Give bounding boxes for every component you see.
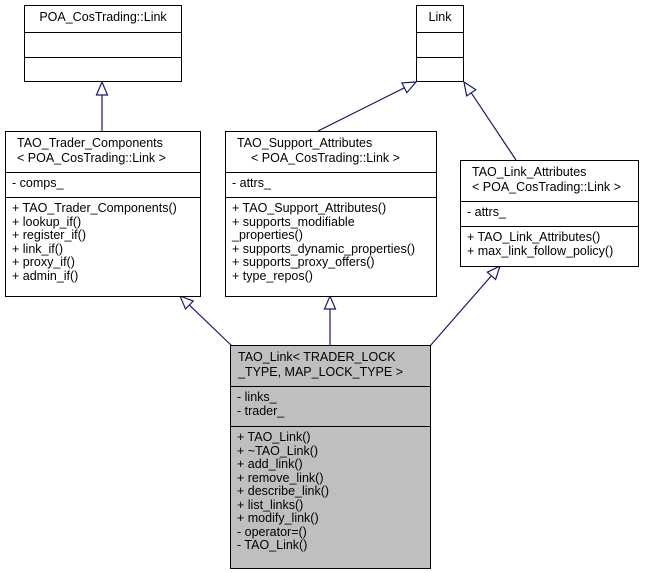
template-args: < POA_CosTrading::Link > xyxy=(251,150,400,165)
template-args: < POA_CosTrading::Link > xyxy=(472,179,621,194)
class-name: TAO_Link_Attributes xyxy=(472,165,587,179)
method: + TAO_Link_Attributes() xyxy=(467,230,601,244)
edge-support_attributes-to-link xyxy=(317,87,405,132)
class-title: TAO_Trader_Components < POA_CosTrading::… xyxy=(6,132,200,172)
inheritance-arrowhead-icon xyxy=(178,294,195,311)
attribute: - attrs_ xyxy=(232,176,271,190)
method: + proxy_if() xyxy=(12,255,75,269)
methods-section xyxy=(417,57,463,81)
method: + link_if() xyxy=(12,241,64,256)
attribute: - trader_ xyxy=(237,403,285,418)
methods-section: + TAO_Trader_Components() + lookup_if() … xyxy=(6,197,200,285)
attribute: - comps_ xyxy=(12,176,64,190)
method: + modify_link() xyxy=(237,511,319,525)
method: + TAO_Trader_Components() xyxy=(12,201,177,215)
class-box-tao-link-attributes[interactable]: TAO_Link_Attributes < POA_CosTrading::Li… xyxy=(460,160,639,267)
inheritance-arrowhead-icon xyxy=(400,81,418,94)
attributes-section: - attrs_ xyxy=(226,172,436,197)
methods-section: + TAO_Link() + ~TAO_Link() + add_link() … xyxy=(231,426,430,555)
method: + remove_link() xyxy=(237,470,324,485)
inheritance-arrowhead-icon xyxy=(95,80,109,96)
method: + type_repos() xyxy=(232,268,313,283)
attribute: - attrs_ xyxy=(467,205,506,219)
attributes-section: - links_ - trader_ xyxy=(231,386,430,426)
inheritance-arrowhead-icon xyxy=(463,80,477,97)
class-box-poa-costrading-link[interactable]: POA_CosTrading::Link xyxy=(24,5,182,82)
class-name: TAO_Support_Attributes xyxy=(237,136,373,150)
template-args: < POA_CosTrading::Link > xyxy=(17,150,166,165)
method: + supports_modifiable xyxy=(232,214,355,229)
methods-section: + TAO_Support_Attributes() + supports_mo… xyxy=(226,197,436,285)
inheritance-arrowhead-icon xyxy=(323,294,337,310)
attributes-section xyxy=(417,32,463,57)
method: + TAO_Link() xyxy=(237,430,311,444)
method: - operator=() xyxy=(237,524,307,539)
edge-link_attributes-to-link xyxy=(470,92,517,161)
method: + register_if() xyxy=(12,228,86,242)
class-box-tao-support-attributes[interactable]: TAO_Support_Attributes < POA_CosTrading:… xyxy=(225,131,437,297)
attributes-section xyxy=(25,32,181,57)
methods-section xyxy=(25,57,181,81)
template-args: _TYPE, MAP_LOCK_TYPE > xyxy=(238,364,403,379)
method: + list_links() xyxy=(237,497,304,512)
class-name: TAO_Trader_Components xyxy=(17,136,163,150)
class-title: TAO_Link_Attributes < POA_CosTrading::Li… xyxy=(461,161,638,201)
edge-tao_link-to-link_attributes xyxy=(429,275,492,347)
method: + supports_proxy_offers() xyxy=(232,255,375,269)
method: + max_link_follow_policy() xyxy=(467,243,614,258)
method: + lookup_if() xyxy=(12,214,82,229)
class-name: TAO_Link< TRADER_LOCK xyxy=(238,350,396,364)
attributes-section: - comps_ xyxy=(6,172,200,197)
class-title: TAO_Support_Attributes < POA_CosTrading:… xyxy=(226,132,436,172)
class-title: Link xyxy=(417,6,463,32)
method: _properties() xyxy=(232,228,303,242)
method: + describe_link() xyxy=(237,484,330,498)
inheritance-arrowhead-icon xyxy=(486,264,502,281)
method: + ~TAO_Link() xyxy=(237,443,319,458)
edge-tao_link-to-trader_components xyxy=(188,304,233,347)
methods-section: + TAO_Link_Attributes() + max_link_follo… xyxy=(461,226,638,260)
method: - TAO_Link() xyxy=(237,538,308,552)
method: + TAO_Support_Attributes() xyxy=(232,201,387,215)
class-title: TAO_Link< TRADER_LOCK _TYPE, MAP_LOCK_TY… xyxy=(231,346,430,386)
class-box-link[interactable]: Link xyxy=(416,5,464,82)
attribute: - links_ xyxy=(237,390,277,404)
class-box-tao-trader-components[interactable]: TAO_Trader_Components < POA_CosTrading::… xyxy=(5,131,201,297)
method: + supports_dynamic_properties() xyxy=(232,241,416,256)
method: + add_link() xyxy=(237,457,303,471)
attributes-section: - attrs_ xyxy=(461,201,638,226)
class-name: POA_CosTrading::Link xyxy=(39,10,167,24)
class-box-tao-link[interactable]: TAO_Link< TRADER_LOCK _TYPE, MAP_LOCK_TY… xyxy=(230,345,431,569)
class-title: POA_CosTrading::Link xyxy=(25,6,181,32)
class-name: Link xyxy=(428,10,452,24)
method: + admin_if() xyxy=(12,268,79,283)
